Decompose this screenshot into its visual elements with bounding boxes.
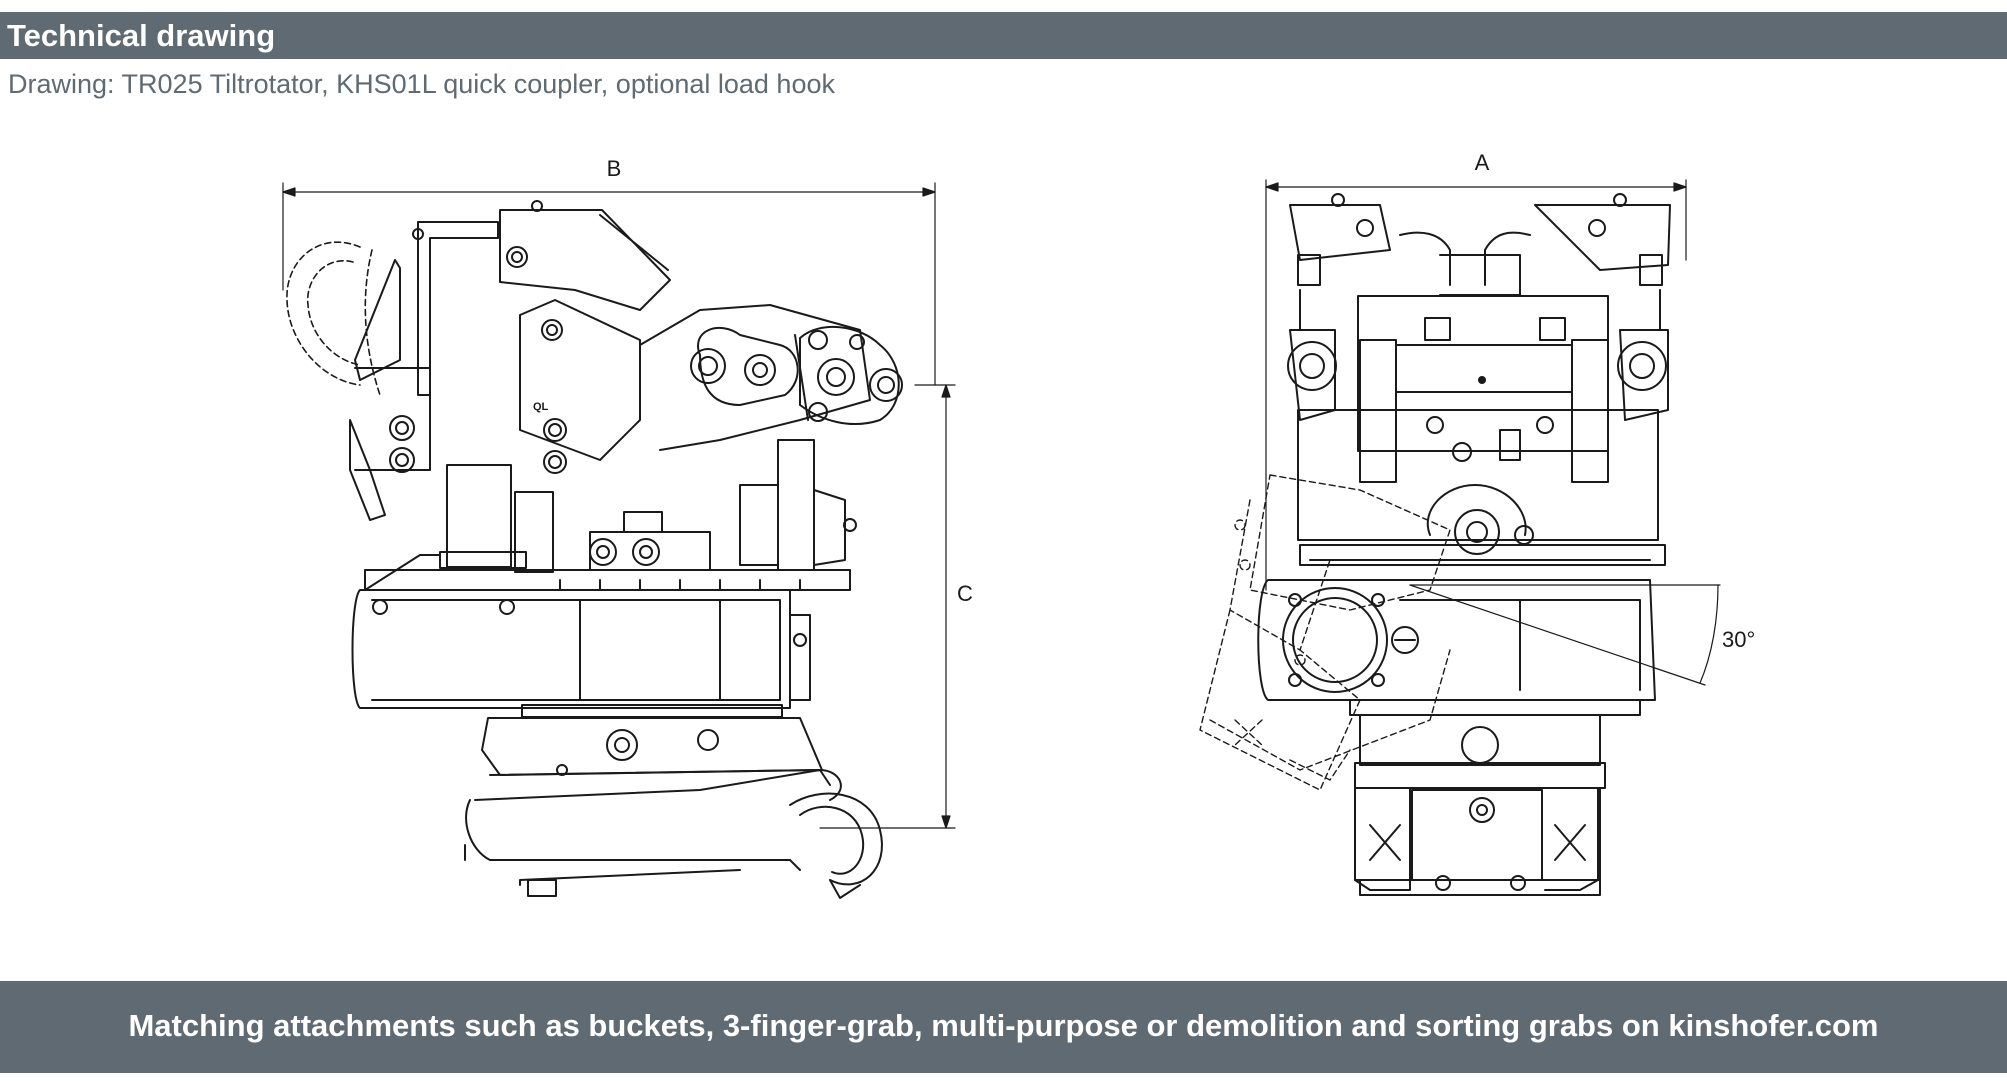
footer-link-text[interactable]: Matching attachments such as buckets, 3-… bbox=[128, 1008, 1879, 1043]
base-plate bbox=[364, 554, 851, 591]
tilt-housing-front bbox=[1257, 579, 1656, 716]
header-bar: Technical drawing bbox=[0, 12, 2007, 59]
tilted-position-ghost bbox=[1199, 474, 1451, 791]
dimension-label-b: B bbox=[607, 156, 622, 181]
lower-frame bbox=[1297, 409, 1666, 566]
dimension-label-c: C bbox=[957, 581, 973, 606]
tilt-housing bbox=[351, 589, 811, 718]
quick-coupler-front bbox=[1354, 714, 1606, 896]
technical-drawing: B C bbox=[282, 150, 1755, 899]
bracket-bolts bbox=[389, 200, 567, 474]
drawing-subtitle: Drawing: TR025 Tiltrotator, KHS01L quick… bbox=[8, 69, 835, 99]
page-title: Technical drawing bbox=[7, 18, 276, 53]
dimension-line-b bbox=[282, 182, 936, 386]
link-arm bbox=[690, 325, 903, 426]
quick-coupler bbox=[464, 717, 842, 897]
dimension-label-a: A bbox=[1475, 150, 1490, 175]
rotator-column bbox=[439, 439, 857, 573]
optional-load-hook-top bbox=[286, 241, 381, 396]
dimension-line-c bbox=[819, 384, 956, 829]
front-view: A 30° bbox=[1199, 150, 1755, 896]
dimension-line-a bbox=[1265, 179, 1687, 591]
side-view: B C bbox=[282, 156, 973, 899]
upper-cylinders bbox=[1289, 193, 1671, 331]
tilt-angle-label: 30° bbox=[1722, 627, 1755, 652]
tilt-angle-indicator bbox=[1409, 584, 1721, 686]
plate-marking-ql: QL bbox=[533, 401, 549, 413]
footer-bar: Matching attachments such as buckets, 3-… bbox=[0, 981, 2007, 1073]
load-hook-bottom bbox=[789, 792, 883, 899]
upper-bracket bbox=[349, 209, 871, 521]
central-frame bbox=[1287, 295, 1669, 483]
